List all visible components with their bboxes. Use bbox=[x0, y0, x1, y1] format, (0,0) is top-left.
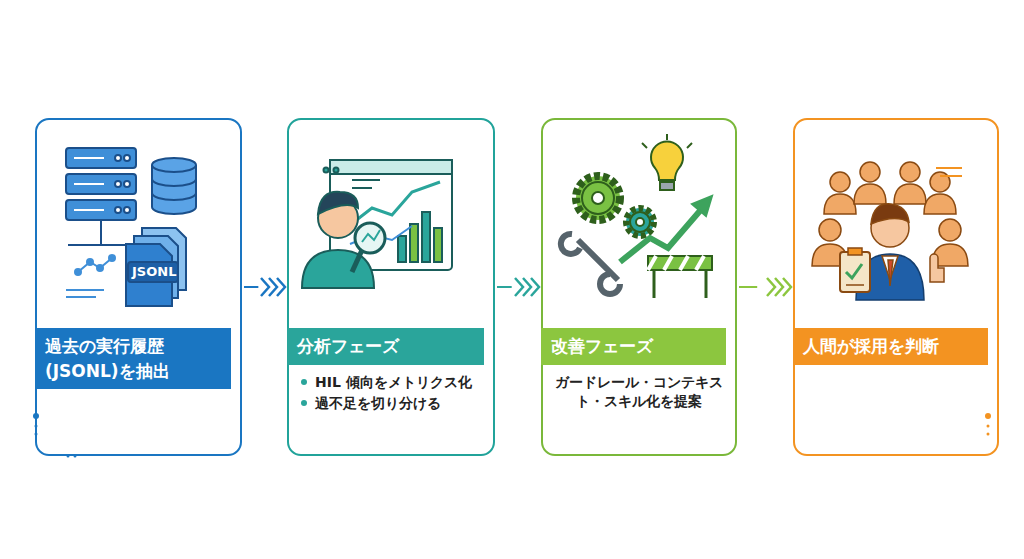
document-icon bbox=[126, 228, 186, 306]
decor-dots bbox=[33, 413, 991, 458]
bullet-text: HIL 傾向をメトリクス化 bbox=[315, 374, 472, 390]
phase-title: 人間が採用を判断 bbox=[793, 328, 988, 365]
phase-title: 分析フェーズ bbox=[287, 328, 484, 365]
phase-card: 人間が採用を判断 bbox=[793, 118, 999, 456]
bullet-dot bbox=[301, 379, 307, 385]
chevron-connector bbox=[739, 278, 791, 296]
phase-card: 改善フェーズガードレール・コンテキスト・スキル化を提案 bbox=[541, 118, 737, 456]
bullet-item: 過不足を切り分ける bbox=[301, 394, 481, 413]
server-icon bbox=[66, 148, 140, 245]
phase-title: 過去の実行履歴 (JSONL)を抽出 bbox=[35, 328, 231, 389]
icon-label: JSONL bbox=[132, 264, 176, 279]
phase-title: 改善フェーズ bbox=[541, 328, 726, 365]
phase-card: 過去の実行履歴 (JSONL)を抽出 bbox=[35, 118, 242, 456]
bullet-text: 過不足を切り分ける bbox=[315, 395, 441, 411]
bullet-item: HIL 傾向をメトリクス化 bbox=[301, 373, 481, 392]
improvement-icon bbox=[561, 134, 712, 298]
bullet-dot bbox=[301, 400, 307, 406]
people-icon bbox=[812, 162, 968, 300]
sparkline bbox=[66, 255, 115, 297]
phase-card: 分析フェーズHIL 傾向をメトリクス化過不足を切り分ける bbox=[287, 118, 495, 456]
chevron-connector bbox=[244, 278, 285, 296]
phase-body: ガードレール・コンテキスト・スキル化を提案 bbox=[543, 365, 735, 411]
phase-body: HIL 傾向をメトリクス化過不足を切り分ける bbox=[289, 365, 493, 413]
chevron-connector bbox=[497, 278, 539, 296]
analyst-icon bbox=[302, 160, 452, 288]
database-icon bbox=[152, 158, 196, 214]
body-text: ガードレール・コンテキスト・スキル化を提案 bbox=[555, 373, 723, 411]
